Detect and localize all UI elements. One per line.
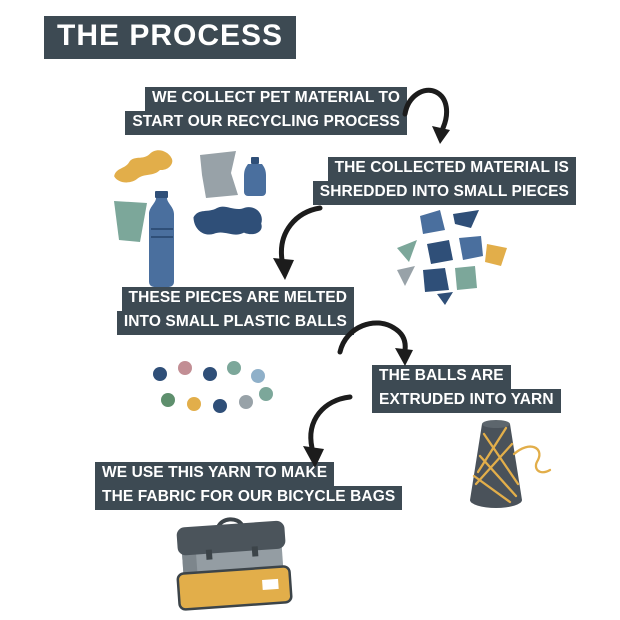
- step-1-line-2: START OUR RECYCLING PROCESS: [125, 110, 407, 135]
- step-5-label: WE USE THIS YARN TO MAKE THE FABRIC FOR …: [95, 462, 403, 510]
- step-1-line-1: WE COLLECT PET MATERIAL TO: [144, 87, 407, 111]
- shred-piece: [437, 292, 453, 305]
- plastic-ball: [161, 393, 175, 407]
- crushed-bottle-yellow-icon: [114, 150, 173, 183]
- step-2-label: THE COLLECTED MATERIAL IS SHREDDED INTO …: [312, 157, 576, 205]
- yarn-cone-top: [482, 420, 510, 428]
- crushed-cup-gray-icon: [200, 151, 238, 198]
- plastic-ball: [213, 399, 227, 413]
- curved-arrow-1-icon: [402, 87, 450, 144]
- bag-logo-tag: [262, 578, 279, 590]
- cup-teal-icon: [114, 201, 147, 242]
- bag-buckle: [251, 546, 259, 557]
- step-4-line-1: THE BALLS ARE: [372, 365, 511, 389]
- curved-arrow-4-icon: [303, 394, 353, 468]
- step-3-label: THESE PIECES ARE MELTED INTO SMALL PLAST…: [116, 287, 354, 335]
- shred-piece: [397, 266, 415, 286]
- step-2-line-1: THE COLLECTED MATERIAL IS: [327, 157, 576, 181]
- bag-flap: [176, 520, 286, 556]
- plastic-ball: [239, 395, 253, 409]
- page-title: THE PROCESS: [44, 16, 297, 59]
- step-1-label: WE COLLECT PET MATERIAL TO START OUR REC…: [125, 87, 407, 135]
- bag-base: [176, 565, 293, 611]
- plastic-ball: [153, 367, 167, 381]
- step-2-line-2: SHREDDED INTO SMALL PIECES: [312, 180, 576, 205]
- plastic-ball: [259, 387, 273, 401]
- bicycle-bag-illustration: [176, 517, 293, 611]
- bottle-blue-icon: [149, 191, 174, 287]
- step-4-line-2: EXTRUDED INTO YARN: [372, 388, 561, 413]
- shred-piece: [423, 268, 449, 292]
- step-5-line-2: THE FABRIC FOR OUR BICYCLE BAGS: [95, 485, 403, 510]
- small-bottle-blue-icon: [244, 157, 266, 196]
- plastic-ball: [178, 361, 192, 375]
- plastic-ball: [187, 397, 201, 411]
- shred-piece: [453, 210, 479, 228]
- shredded-pieces-illustration: [397, 210, 507, 305]
- step-4-label: THE BALLS ARE EXTRUDED INTO YARN: [372, 365, 561, 413]
- step-5-line-1: WE USE THIS YARN TO MAKE: [95, 462, 335, 486]
- shred-piece: [455, 266, 477, 290]
- shred-piece: [397, 240, 417, 262]
- shred-piece: [427, 240, 453, 264]
- plastic-ball: [251, 369, 265, 383]
- curved-arrow-3-icon: [337, 320, 413, 366]
- loose-thread-icon: [512, 445, 552, 474]
- shred-piece: [485, 244, 507, 266]
- plastic-ball: [227, 361, 241, 375]
- yarn-cone-illustration: [470, 420, 552, 508]
- shred-piece: [420, 210, 445, 234]
- step-3-line-2: INTO SMALL PLASTIC BALLS: [116, 310, 354, 335]
- plastic-waste-illustration: [114, 150, 266, 287]
- curved-arrow-2-icon: [273, 205, 323, 280]
- bag-buckle: [205, 549, 213, 560]
- step-3-line-1: THESE PIECES ARE MELTED: [121, 287, 354, 311]
- plastic-ball: [203, 367, 217, 381]
- plastic-balls-illustration: [153, 361, 273, 413]
- crushed-bottle-navy-icon: [193, 206, 262, 235]
- shred-piece: [459, 236, 483, 260]
